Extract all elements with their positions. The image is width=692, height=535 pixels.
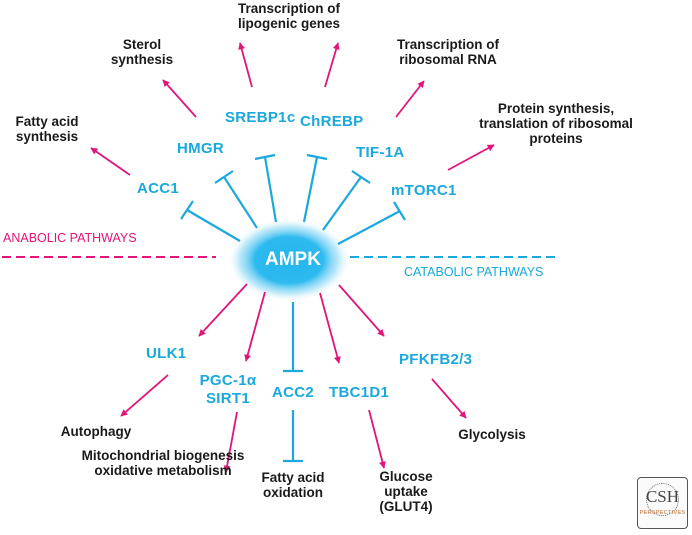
arrow-hmgr-sterol [162, 79, 197, 118]
anabolic-pathways-label: ANABOLIC PATHWAYS [3, 231, 137, 245]
catabolic-pathways-label: CATABOLIC PATHWAYS [404, 265, 544, 279]
target-acc2: ACC2 [272, 384, 315, 401]
arrow-srebp1c-lipogenic [238, 42, 253, 88]
inhibition-hmgr [214, 170, 258, 229]
outcome-protein-synthesis: Protein synthesis,translation of ribosom… [479, 101, 633, 147]
inhibition-mtorc1 [337, 201, 406, 245]
inhibition-tif1a [322, 170, 371, 231]
target-sirt1: SIRT1 [205, 390, 251, 407]
arrow-pfkfb-glycolysis [431, 378, 467, 419]
ampk-glow [227, 218, 351, 302]
target-srebp1c: SREBP1c [225, 109, 296, 126]
target-acc1: ACC1 [137, 180, 180, 197]
logo-ring [646, 483, 679, 516]
inhibition-srebp1c [254, 153, 278, 223]
inhibition-acc2-oxidation [283, 410, 303, 463]
csh-perspectives-logo: CSH PERSPECTIVES [637, 477, 688, 529]
arrow-tif1a-ribosomal [395, 80, 425, 118]
target-tif1a: TIF-1A [356, 144, 405, 161]
outcome-autophagy: Autophagy [60, 424, 132, 439]
ampk-label: AMPK [265, 249, 321, 270]
inhibition-acc2 [283, 302, 303, 373]
arrow-mtorc1-protein [447, 144, 495, 171]
outcome-glycolysis: Glycolysis [458, 427, 526, 442]
target-tbc1d1: TBC1D1 [329, 384, 390, 401]
target-pfkfb: PFKFB2/3 [399, 351, 473, 368]
target-pgc1a: PGC-1α [199, 372, 257, 389]
arrow-ampk-pgc1a [244, 291, 266, 362]
target-mtorc1: mTORC1 [391, 182, 457, 199]
inhibition-chrebp [302, 153, 328, 223]
arrow-ampk-ulk1 [198, 283, 248, 337]
arrow-ulk1-autophagy [120, 374, 169, 417]
arrow-acc1-fatty-acid-synthesis [90, 147, 131, 176]
inhibition-acc1 [180, 200, 241, 242]
arrow-ampk-tbc1d1 [319, 292, 341, 364]
arrow-pgc1a-mitochondrial [223, 411, 238, 473]
logo-subtext: PERSPECTIVES [639, 510, 686, 516]
target-chrebp: ChREBP [300, 113, 364, 130]
target-ulk1: ULK1 [146, 345, 187, 362]
target-hmgr: HMGR [177, 140, 225, 157]
logo-text: CSH [645, 487, 680, 506]
arrow-ampk-pfkfb [338, 284, 385, 337]
arrow-tbc1d1-glucose [368, 409, 386, 469]
arrow-chrebp-lipogenic [324, 42, 340, 88]
